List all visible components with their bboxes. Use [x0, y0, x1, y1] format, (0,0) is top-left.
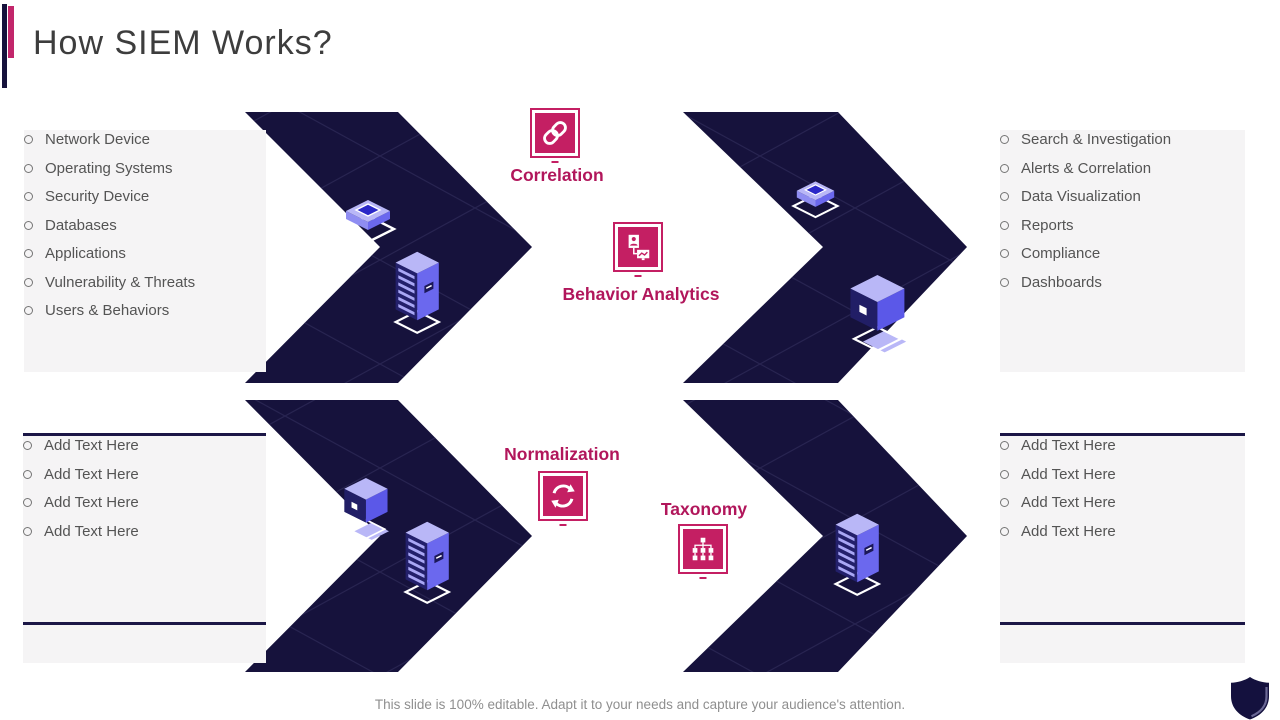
- list-item: Compliance: [1000, 244, 1245, 273]
- chevron-top-right: [683, 112, 967, 383]
- text-placeholder[interactable]: Add Text Here: [1000, 522, 1245, 551]
- title-accent-bar-pink: [8, 6, 14, 58]
- shield-icon: [1231, 677, 1269, 720]
- list-item: Dashboards: [1000, 273, 1245, 302]
- sync-arrows-icon: [551, 484, 575, 508]
- panel-divider-line: [1000, 622, 1245, 625]
- taxonomy-icon-box: [680, 526, 726, 572]
- text-placeholder[interactable]: Add Text Here: [23, 493, 266, 522]
- text-placeholder[interactable]: Add Text Here: [1000, 493, 1245, 522]
- text-placeholder[interactable]: Add Text Here: [23, 436, 266, 465]
- list-item: Network Device: [24, 130, 266, 159]
- panel-divider-line: [23, 622, 266, 625]
- sources-panel: Network Device Operating Systems Securit…: [24, 130, 266, 372]
- outputs-panel: Search & Investigation Alerts & Correlat…: [1000, 130, 1245, 372]
- list-item: Search & Investigation: [1000, 130, 1245, 159]
- placeholder-list-left: Add Text Here Add Text Here Add Text Her…: [23, 436, 266, 550]
- normalization-icon-box: [540, 473, 586, 519]
- chevron-bottom-left: [245, 400, 532, 672]
- chain-link-icon: [543, 121, 567, 145]
- stage-label-normalization: Normalization: [504, 444, 620, 464]
- list-item: Databases: [24, 216, 266, 245]
- list-item: Vulnerability & Threats: [24, 273, 266, 302]
- list-item: Operating Systems: [24, 159, 266, 188]
- hierarchy-icon: [692, 537, 714, 561]
- sources-list: Network Device Operating Systems Securit…: [24, 130, 266, 330]
- text-placeholder[interactable]: Add Text Here: [23, 465, 266, 494]
- text-placeholder[interactable]: Add Text Here: [1000, 436, 1245, 465]
- correlation-icon-box: [532, 110, 578, 156]
- chevron-top-left: [245, 112, 532, 383]
- stage-label-correlation: Correlation: [510, 165, 604, 185]
- storage-cube-illustration: [849, 273, 908, 354]
- placeholder-panel-right: Add Text Here Add Text Here Add Text Her…: [1000, 433, 1245, 663]
- list-item: Applications: [24, 244, 266, 273]
- page-title: How SIEM Works?: [33, 24, 333, 62]
- small-cube-illustration: [343, 477, 390, 541]
- placeholder-list-right: Add Text Here Add Text Here Add Text Her…: [1000, 436, 1245, 550]
- text-placeholder[interactable]: Add Text Here: [1000, 465, 1245, 494]
- text-placeholder[interactable]: Add Text Here: [23, 522, 266, 551]
- list-item: Reports: [1000, 216, 1245, 245]
- list-item: Alerts & Correlation: [1000, 159, 1245, 188]
- list-item: Security Device: [24, 187, 266, 216]
- chevron-bottom-right: [683, 400, 967, 672]
- behavior-analytics-icon-box: [615, 224, 661, 270]
- title-accent-bar-navy: [2, 4, 7, 88]
- list-item: Users & Behaviors: [24, 301, 266, 330]
- stage-label-taxonomy: Taxonomy: [660, 499, 748, 519]
- list-item: Data Visualization: [1000, 187, 1245, 216]
- placeholder-panel-left: Add Text Here Add Text Here Add Text Her…: [23, 433, 266, 663]
- outputs-list: Search & Investigation Alerts & Correlat…: [1000, 130, 1245, 301]
- stage-label-behavior-analytics: Behavior Analytics: [562, 284, 720, 304]
- editable-note: This slide is 100% editable. Adapt it to…: [374, 697, 906, 712]
- user-analytics-icon: [628, 234, 650, 261]
